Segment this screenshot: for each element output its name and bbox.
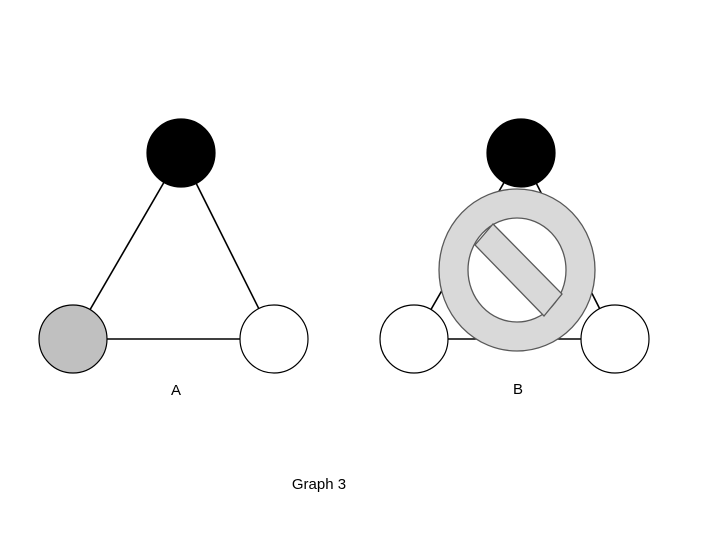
edge-a-top-bottom-left [72,152,182,340]
edge-a-top-bottom-right [180,152,275,340]
diagram-caption: Graph 3 [292,476,346,493]
prohibition-slash [474,223,563,317]
graph-b: B [379,118,650,398]
node-b-bottom-left [379,304,449,374]
node-b-top [486,118,556,188]
graph-a-label: A [171,382,181,399]
node-a-bottom-right [239,304,309,374]
node-b-bottom-right [580,304,650,374]
node-a-bottom-left [38,304,108,374]
graph-a: A [38,118,309,399]
prohibition-sign-icon [438,188,596,352]
graph-b-label: B [513,381,523,398]
node-a-top [146,118,216,188]
